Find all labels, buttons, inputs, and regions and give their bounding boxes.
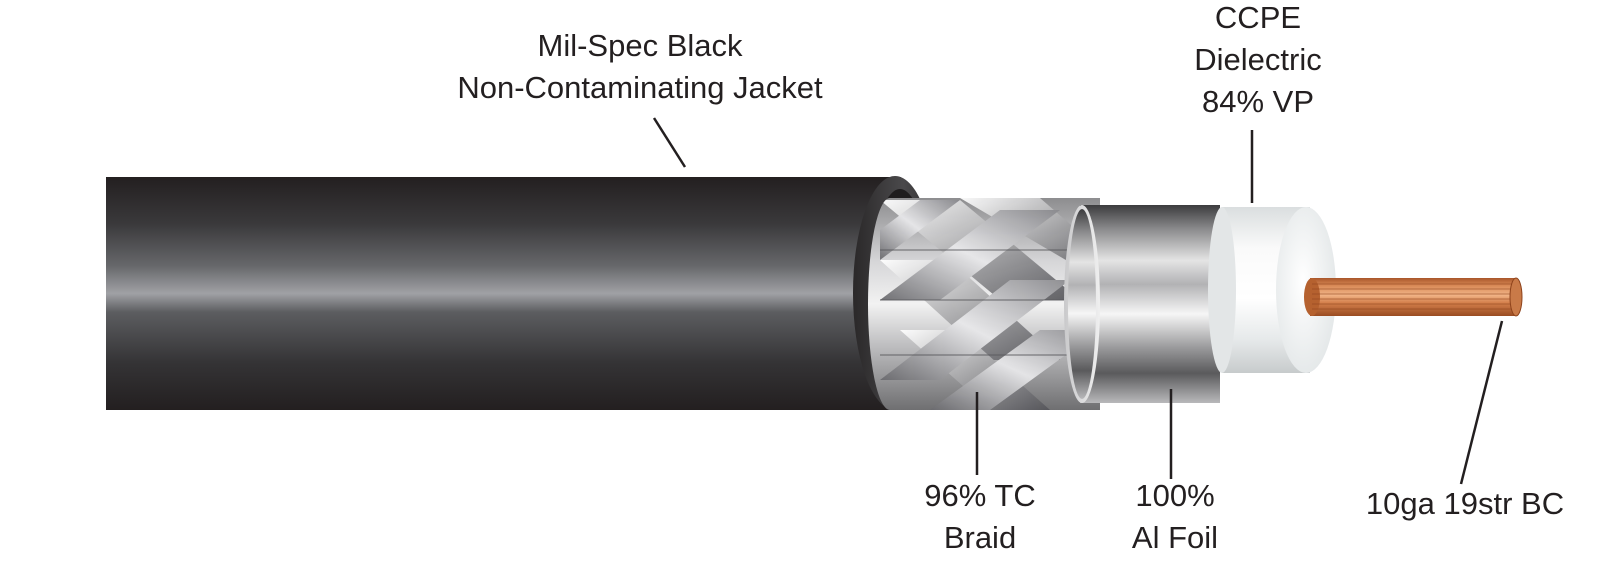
foil-label: 100% Al Foil bbox=[1100, 475, 1250, 559]
braid-label-line2: Braid bbox=[943, 520, 1017, 555]
jacket-layer bbox=[106, 176, 937, 410]
dielectric-label-line1: CCPE bbox=[1214, 0, 1302, 35]
jacket-label: Mil-Spec Black Non-Contaminating Jacket bbox=[410, 25, 870, 109]
conductor-leader-line bbox=[1459, 320, 1504, 485]
foil-label-line1: 100% bbox=[1135, 478, 1215, 513]
dielectric-label: CCPE Dielectric 84% VP bbox=[1158, 0, 1358, 123]
conductor-layer bbox=[1304, 277, 1523, 317]
braid-layer bbox=[868, 198, 1100, 410]
dielectric-label-line3: 84% VP bbox=[1201, 84, 1314, 119]
conductor-label: 10ga 19str BC bbox=[1335, 483, 1595, 525]
dielectric-label-line2: Dielectric bbox=[1194, 42, 1322, 77]
braid-label: 96% TC Braid bbox=[895, 475, 1065, 559]
jacket-label-line2: Non-Contaminating Jacket bbox=[457, 70, 823, 105]
foil-layer bbox=[1064, 205, 1220, 403]
foil-label-line2: Al Foil bbox=[1131, 520, 1219, 555]
braid-label-line1: 96% TC bbox=[924, 478, 1036, 513]
conductor-label-line1: 10ga 19str BC bbox=[1365, 486, 1565, 521]
jacket-label-line1: Mil-Spec Black bbox=[537, 28, 743, 63]
dielectric-layer bbox=[1208, 207, 1336, 373]
jacket-leader-line bbox=[652, 117, 687, 168]
